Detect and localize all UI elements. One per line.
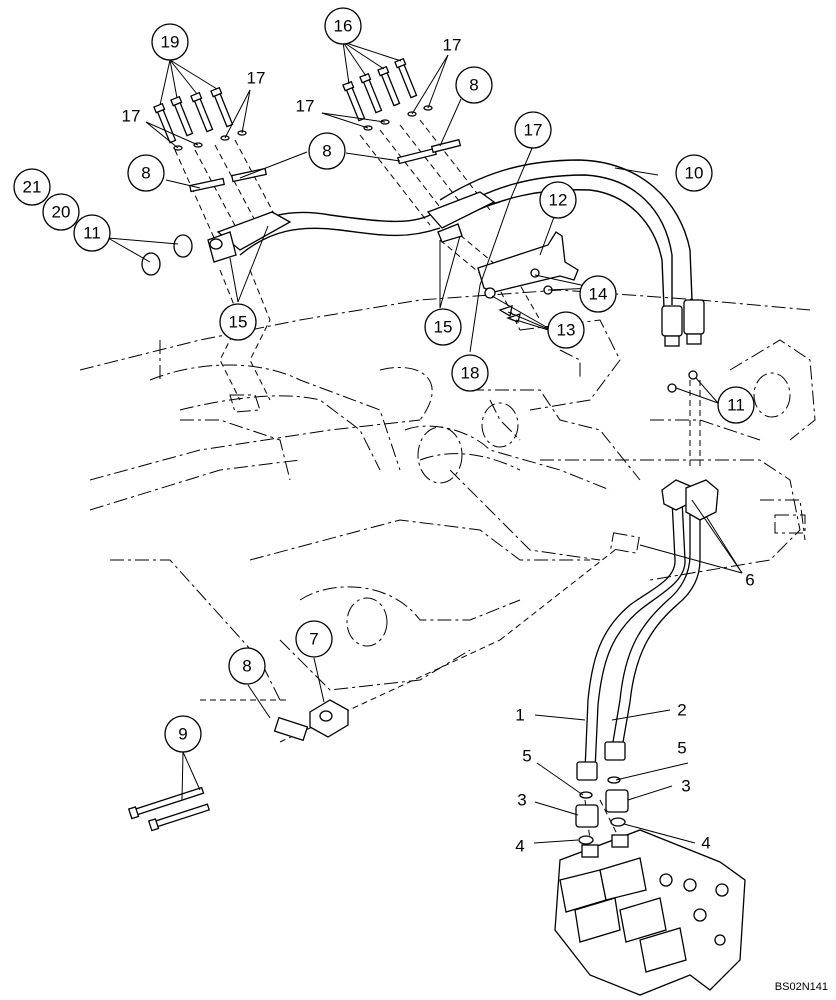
label-17-c: 17 bbox=[296, 97, 315, 116]
callout-11-right: 11 bbox=[717, 386, 755, 424]
label-3-left: 3 bbox=[517, 791, 526, 810]
callout-8-mid-label: 8 bbox=[322, 142, 331, 161]
clamp-block-7 bbox=[309, 699, 349, 738]
callout-8-right-label: 8 bbox=[469, 76, 478, 95]
label-17-a: 17 bbox=[122, 107, 141, 126]
callout-10-label: 10 bbox=[685, 164, 704, 183]
label-4-left: 4 bbox=[515, 837, 524, 856]
adapter-fittings-3-4-5 bbox=[575, 776, 629, 845]
label-5-right: 5 bbox=[677, 739, 686, 758]
label-5-left: 5 bbox=[522, 747, 531, 766]
callout-15-left: 15 bbox=[219, 303, 257, 341]
label-2: 2 bbox=[677, 701, 686, 720]
control-valve bbox=[554, 829, 746, 996]
callout-20: 20 bbox=[42, 193, 80, 231]
callout-19: 19 bbox=[151, 23, 189, 61]
callout-15-right: 15 bbox=[424, 308, 462, 346]
label-17-b: 17 bbox=[247, 69, 266, 88]
callout-21: 21 bbox=[13, 168, 51, 206]
callout-11-left: 11 bbox=[73, 214, 111, 252]
hose-assembly-10 bbox=[207, 159, 705, 347]
callout-8-right: 8 bbox=[455, 66, 493, 104]
callout-12-label: 12 bbox=[549, 191, 568, 210]
label-17-d: 17 bbox=[443, 36, 462, 55]
callout-16: 16 bbox=[324, 7, 362, 45]
callout-11-left-label: 11 bbox=[83, 224, 101, 243]
label-3-right: 3 bbox=[681, 777, 690, 796]
callout-8-left: 8 bbox=[127, 154, 165, 192]
callout-8-left-label: 8 bbox=[141, 164, 150, 183]
callout-12: 12 bbox=[539, 181, 577, 219]
callout-7: 7 bbox=[295, 620, 333, 658]
bracket-12 bbox=[477, 231, 579, 323]
label-6: 6 bbox=[745, 571, 754, 590]
callout-10: 10 bbox=[675, 154, 713, 192]
callout-7-label: 7 bbox=[309, 630, 318, 649]
bolts-9 bbox=[127, 786, 211, 832]
callout-9-label: 9 bbox=[178, 725, 187, 744]
callout-8-bottom-label: 8 bbox=[242, 657, 251, 676]
callout-11-right-label: 11 bbox=[727, 396, 745, 415]
callout-18: 18 bbox=[451, 354, 489, 392]
callout-8-mid: 8 bbox=[308, 132, 346, 170]
label-4-right: 4 bbox=[701, 834, 710, 853]
tubes-1-2 bbox=[576, 479, 719, 781]
label-1: 1 bbox=[515, 706, 524, 725]
callout-14: 14 bbox=[579, 275, 617, 313]
callout-17-circle-label: 17 bbox=[524, 121, 543, 140]
callout-18-label: 18 bbox=[461, 364, 480, 383]
leader-lines bbox=[107, 41, 743, 844]
bolt-group-19 bbox=[153, 86, 234, 144]
callout-8-bottom: 8 bbox=[228, 647, 266, 685]
callout-13-label: 13 bbox=[557, 321, 576, 340]
callout-15-right-label: 15 bbox=[434, 318, 453, 337]
callout-15-left-label: 15 bbox=[229, 313, 248, 332]
callout-14-label: 14 bbox=[589, 285, 608, 304]
callout-17-circle: 17 bbox=[514, 111, 552, 149]
bolt-group-16 bbox=[342, 57, 418, 122]
fittings-11 bbox=[141, 234, 698, 393]
callout-21-label: 21 bbox=[23, 178, 42, 197]
figure-id: BS02N141 bbox=[775, 981, 828, 993]
callout-9: 9 bbox=[164, 715, 202, 753]
callout-13: 13 bbox=[547, 311, 585, 349]
callout-20-label: 20 bbox=[52, 203, 71, 222]
callout-16-label: 16 bbox=[334, 17, 353, 36]
callout-19-label: 19 bbox=[161, 33, 180, 52]
